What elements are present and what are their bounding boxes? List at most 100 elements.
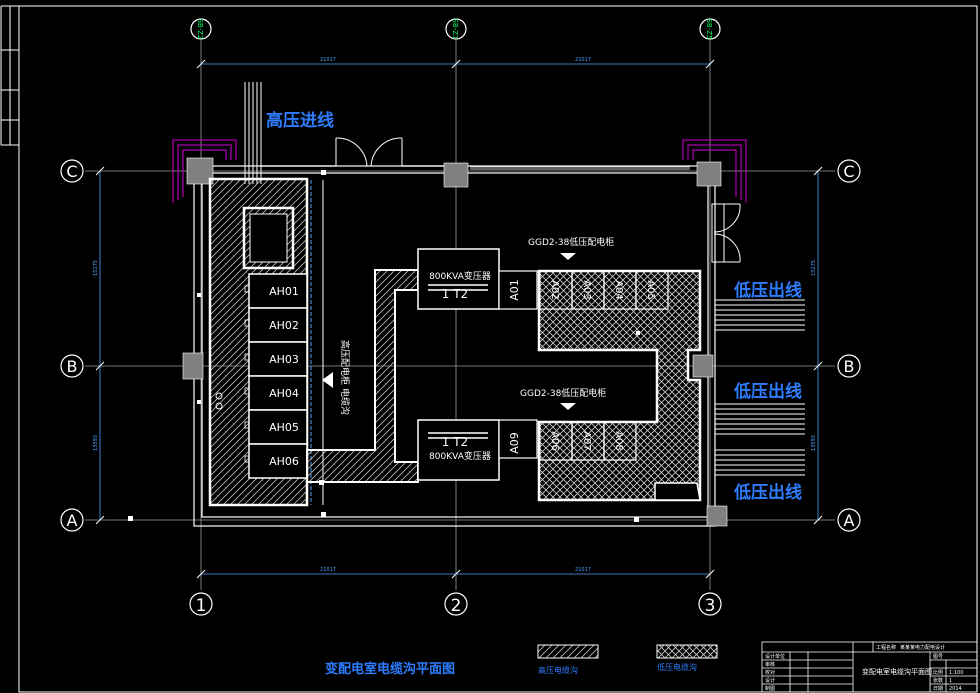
lv-cabinet-label: A05 (645, 280, 656, 300)
column (692, 354, 714, 378)
grid-label-top-1: SB-Z2 (196, 18, 204, 39)
dim-right-upper: 15275 (811, 260, 817, 276)
lv-cabinet-label: A07 (581, 431, 592, 451)
ah-cabinet-label: AH01 (269, 285, 299, 298)
left-revision-strip (0, 6, 19, 146)
column (696, 161, 722, 187)
tb-date-value: 2014 (949, 686, 962, 692)
grid-label-right-a: A (844, 511, 855, 530)
lv-cabinet-label: A08 (613, 431, 624, 451)
hv-to-transformer-trench (306, 269, 419, 483)
ah-cabinet: AH06 (244, 443, 308, 479)
legend-hv-swatch (537, 644, 599, 659)
ah-cabinet: AH02 (244, 307, 308, 343)
grid-label-left-b: B (67, 357, 78, 376)
transformer-top-id: 1 T2 (442, 287, 468, 301)
grid-label-bottom-1: 1 (196, 596, 207, 616)
dim-left-lower: 13593 (93, 435, 99, 451)
grid-label-left-c: C (66, 162, 77, 181)
lv-cabinet-label: A03 (581, 280, 592, 300)
lv-cabinet-top-marker-icon (560, 253, 576, 260)
dim-top-right: 21017 (575, 57, 591, 63)
tb-project-label: 工程名称 (876, 644, 896, 651)
tb-row-label-2: 审核 (765, 661, 775, 668)
column (186, 157, 214, 185)
title-block-text: 工程名称 某某某电力配电设计 变配电室电缆沟平面图 设计单位 审核 校对 设计 … (765, 644, 963, 692)
transformer-bottom-label: 800KVA变压器 (429, 450, 491, 462)
tb-drawing-no-label: 图号 (933, 654, 943, 660)
small-markers (128, 170, 640, 522)
column (182, 352, 204, 380)
column (706, 505, 728, 527)
lv-cabinet-row-bottom: A06 A07 A08 (539, 421, 637, 461)
blue-labels: 高压进线 低压出线 低压出线 低压出线 变配电室电缆沟平面图 (266, 110, 802, 677)
ah-cabinet-label: AH06 (269, 455, 299, 468)
drawing-title: 变配电室电缆沟平面图 (325, 661, 455, 677)
grid-bubble-top-1 (190, 18, 212, 40)
magenta-corner-left (172, 139, 237, 203)
lv-outgoing-label-3: 低压出线 (733, 482, 802, 503)
hv-cabinet-vertical-label: 高压配电柜 (339, 340, 351, 385)
grid-label-top-3: SB-Z5 (705, 18, 713, 39)
lv-cabinet-label: A04 (613, 280, 624, 300)
dimension-lines (95, 59, 823, 579)
ah-cabinet-label: AH02 (269, 319, 299, 332)
lv-cabinet: A05 (635, 270, 669, 310)
dim-right-lower: 13593 (811, 435, 817, 451)
lv-outgoing-label-1: 低压出线 (733, 280, 802, 301)
lv-cabinet-label: A02 (549, 280, 560, 300)
grounding-symbol-icon (215, 392, 223, 410)
grid-bubble-labels: SB-Z2 SB-Z1 SB-Z5 1 2 3 C B A C B A (66, 18, 854, 616)
grid-bubble-top-2 (445, 18, 467, 40)
cabinet-a01: A01 (498, 270, 538, 310)
cabinet-a09: A09 (498, 419, 538, 459)
tb-row-label-4: 设计 (765, 677, 775, 684)
lv-cabinet-top-label: GGD2-38低压配电柜 (528, 236, 614, 248)
tb-scale-label: 比例 (933, 669, 943, 676)
transformer-bottom: 1 T2 800KVA变压器 (417, 419, 500, 481)
cabinet-a09-label: A09 (508, 432, 521, 454)
grid-label-bottom-3: 3 (705, 596, 716, 616)
top-windows (470, 166, 690, 170)
grid-label-right-c: C (843, 162, 854, 181)
tb-date-label: 日期 (933, 686, 943, 692)
hv-incoming-label: 高压进线 (266, 110, 334, 131)
dim-bottom-left: 21017 (320, 567, 336, 573)
dim-bottom-right: 21017 (575, 567, 591, 573)
grid-bubble-bottom-2 (444, 592, 468, 616)
double-door-top (335, 137, 403, 167)
grid-bubble-right-b (837, 354, 861, 378)
lv-outgoing-label-2: 低压出线 (733, 381, 802, 402)
lv-cabinet-label: A06 (549, 431, 560, 451)
lv-cabinet: A08 (603, 421, 637, 461)
grid-bubble-left-c (60, 159, 84, 183)
grid-label-top-2: SB-Z1 (451, 18, 459, 39)
tb-drawing-name: 变配电室电缆沟平面图 (862, 667, 932, 676)
ah-cabinet: AH03 (244, 341, 308, 377)
building-columns (182, 157, 728, 527)
legend-lv-label: 低压电缆沟 (657, 662, 697, 672)
ah-cabinet: AH01 (244, 273, 308, 309)
lv-outgoing-cables (715, 299, 805, 476)
grid-label-right-b: B (844, 357, 855, 376)
lv-cabinet-bottom-label: GGD2-38低压配电柜 (520, 387, 606, 399)
grid-label-bottom-2: 2 (451, 596, 462, 616)
grid-bubble-bottom-3 (698, 592, 722, 616)
transformer-top-label: 800KVA变压器 (429, 270, 491, 282)
magenta-corner-right (682, 139, 747, 203)
ah-cabinet-label: AH05 (269, 421, 299, 434)
tb-sheet-value: 1 (949, 678, 952, 684)
grid-bubble-left-b (60, 354, 84, 378)
title-block (761, 641, 978, 693)
grid-bubble-top-3 (699, 18, 721, 40)
sheet-frame (0, 5, 978, 693)
grid-bubble-left-a (60, 508, 84, 532)
grid-bubbles (60, 18, 861, 616)
legend-lv-swatch (656, 644, 718, 659)
ah-cabinet: AH04 (244, 375, 308, 411)
grid-bubble-right-c (837, 159, 861, 183)
cable-trench-vertical-label: 电缆沟 (339, 388, 351, 415)
tb-row-label-1: 设计单位 (765, 653, 785, 660)
